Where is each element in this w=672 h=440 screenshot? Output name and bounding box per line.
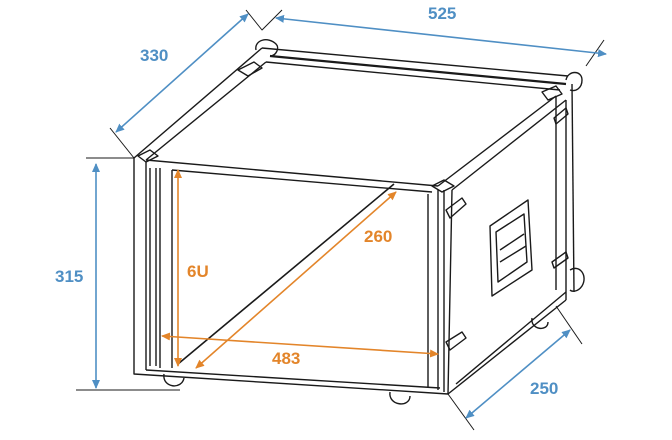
side-handle xyxy=(489,199,533,297)
dimension-line-260 xyxy=(195,191,397,369)
case-body xyxy=(76,9,605,431)
dimension-line-250 xyxy=(465,329,571,419)
inner-dimension-lines xyxy=(161,169,439,369)
lid-depth-label: 250 xyxy=(530,379,559,398)
width-label: 525 xyxy=(428,4,457,23)
height-label: 315 xyxy=(55,267,84,286)
depth-label: 330 xyxy=(140,46,169,65)
rack-height-label: 6U xyxy=(187,262,209,281)
dimension-line-525 xyxy=(275,14,607,58)
dimension-line-483 xyxy=(161,332,439,358)
rack-width-label: 483 xyxy=(272,349,301,368)
rack-depth-label: 260 xyxy=(364,227,393,246)
dimension-line-330 xyxy=(115,13,249,133)
outer-dimension-lines xyxy=(92,13,607,419)
